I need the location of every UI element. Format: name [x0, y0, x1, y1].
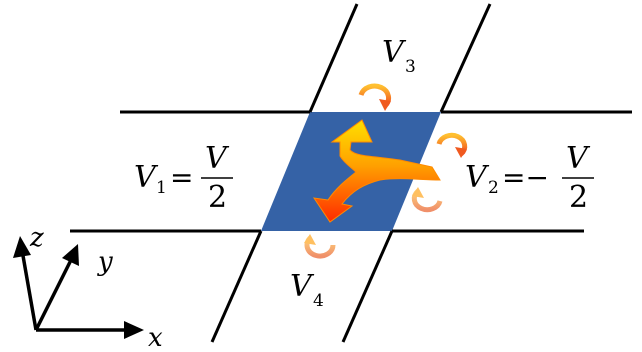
z-axis-label: z — [29, 223, 44, 253]
label-v1: V 1 = V 2 — [134, 141, 233, 215]
y-axis-arrowhead — [62, 244, 79, 266]
v1-denominator: 2 — [208, 180, 227, 215]
v2-denominator: 2 — [569, 180, 588, 215]
z-axis-arrowhead — [13, 236, 31, 258]
v2-subscript: 2 — [488, 178, 499, 198]
rotation-icon-v2-upper — [436, 132, 468, 158]
rotation-icon-v4 — [304, 234, 336, 259]
v4-symbol: V — [290, 269, 315, 304]
lead-top-left-edge — [308, 3, 359, 113]
axis-labels: z y x — [29, 223, 163, 352]
lead-bottom-left-edge — [210, 230, 263, 343]
x-axis-arrowhead — [124, 321, 144, 339]
v1-subscript: 1 — [156, 178, 167, 198]
v2-numerator: V — [566, 141, 591, 176]
rotation-icon-v3 — [358, 83, 391, 111]
lead-lines — [70, 3, 632, 343]
label-v3: V 3 — [382, 35, 416, 77]
v1-numerator: V — [205, 141, 230, 176]
label-v4: V 4 — [290, 269, 324, 311]
v2-symbol: V — [465, 160, 490, 195]
lead-bottom-right-edge — [341, 230, 394, 343]
v4-subscript: 4 — [313, 291, 324, 311]
coordinate-axes — [13, 236, 144, 339]
v3-subscript: 3 — [405, 57, 416, 77]
z-axis-line — [20, 249, 38, 331]
v1-equals: = — [170, 161, 193, 194]
y-axis-line — [34, 257, 74, 331]
label-v2: V 2 =− V 2 — [465, 141, 594, 215]
lead-top-right-edge — [439, 3, 492, 113]
v2-equals: =− — [502, 161, 549, 194]
v3-symbol: V — [382, 35, 407, 70]
y-axis-label: y — [97, 247, 113, 277]
x-axis-label: x — [148, 323, 163, 352]
sample-square — [261, 112, 441, 231]
v1-symbol: V — [134, 160, 159, 195]
rotation-icon-v2-lower — [411, 187, 443, 213]
split-arrow-icon — [312, 119, 441, 223]
